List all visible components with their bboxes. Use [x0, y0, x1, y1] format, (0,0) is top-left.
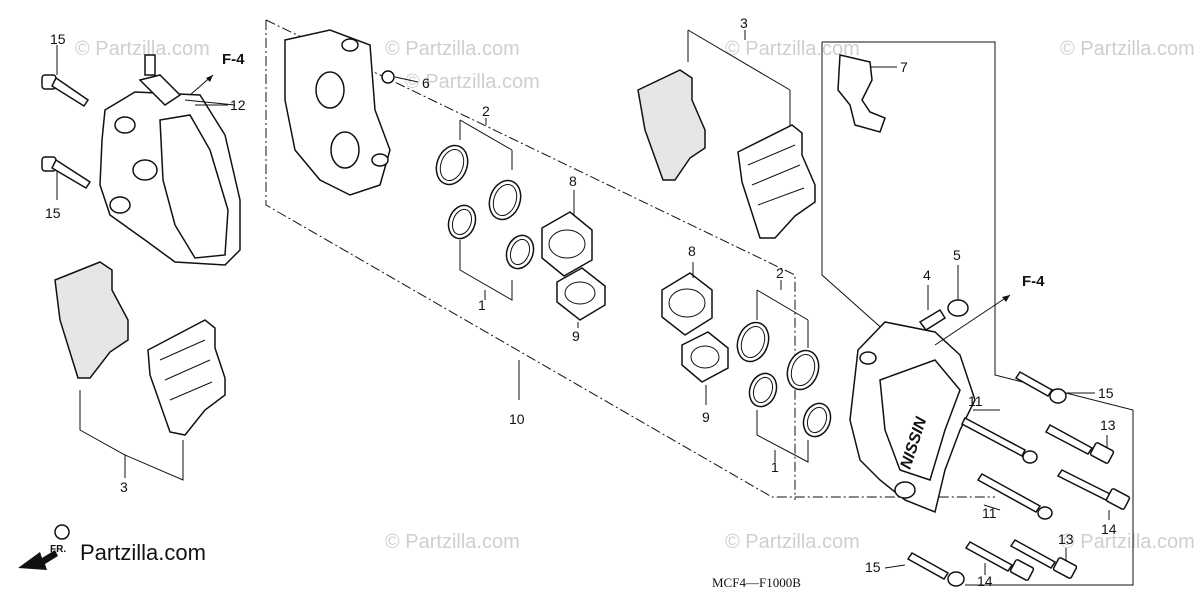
callout-11: 11: [968, 393, 983, 409]
piston-seal-2-b: [488, 179, 522, 221]
callout-15: 15: [50, 31, 66, 47]
callouts: 15 15 12 6 3 7 2 1 8 9 10 3 8 9 2 1 4 5 …: [45, 15, 1117, 589]
callout-3: 3: [120, 479, 128, 495]
callout-2: 2: [482, 103, 490, 119]
brake-pad-top-a: [637, 69, 706, 181]
callout-15: 15: [45, 205, 61, 221]
front-direction-arrow: FR.: [18, 544, 66, 570]
nut-6: [381, 70, 395, 84]
partzilla-logo: Partzilla.com: [54, 524, 206, 565]
pin-11-lower: [976, 473, 1053, 520]
callout-6: 6: [422, 75, 430, 91]
callout-8: 8: [569, 173, 577, 189]
assembly-bracket: [265, 19, 995, 500]
piston-9-mid: [556, 267, 606, 321]
bleeder-4: [918, 295, 947, 332]
ref-f4-right: F-4: [934, 273, 1045, 346]
bolt-15-right-upper: [1014, 371, 1067, 404]
watermark: © Partzilla.com: [725, 531, 860, 553]
dust-seal-1-c: [748, 372, 778, 408]
piston-seal-2-a: [435, 144, 469, 186]
piston-seal-2-d: [786, 349, 820, 391]
callout-14: 14: [1101, 521, 1117, 537]
seal-bracket-bottom: [459, 240, 513, 301]
callout-14: 14: [977, 573, 993, 589]
brand-text: Partzilla.com: [80, 540, 206, 565]
ref-f4-left: F-4: [189, 51, 245, 96]
bolt-15-top-left: [41, 74, 90, 108]
ref-label-right: F-4: [1022, 273, 1045, 290]
brake-pad-left-b: [147, 319, 226, 436]
piston-8-mid: [541, 211, 593, 277]
left-caliper: [99, 54, 241, 266]
callout-9: 9: [702, 409, 710, 425]
callout-5: 5: [953, 247, 961, 263]
brake-pad-left-a: [54, 261, 129, 379]
seal-bracket-right-top: [756, 289, 809, 348]
brake-pad-top-b: [737, 124, 816, 239]
bolt-15-mid-left: [41, 156, 92, 190]
part-code: MCF4—F1000B: [712, 575, 801, 590]
watermark: © Partzilla.com: [385, 38, 520, 60]
callout-1: 1: [478, 297, 486, 313]
ref-label-left: F-4: [222, 51, 245, 68]
callout-8: 8: [688, 243, 696, 259]
pad-spring-7: [837, 54, 886, 133]
callout-15: 15: [1098, 385, 1114, 401]
callout-15: 15: [865, 559, 881, 575]
watermark: © Partzilla.com: [1060, 38, 1195, 60]
callout-13: 13: [1100, 417, 1116, 433]
piston-seal-2-c: [736, 321, 770, 363]
dust-seal-1-a: [447, 204, 477, 240]
callout-9: 9: [572, 328, 580, 344]
callout-1: 1: [771, 459, 779, 475]
callout-12: 12: [230, 97, 246, 113]
callout-3: 3: [740, 15, 748, 31]
callout-11: 11: [982, 505, 997, 521]
callout-4: 4: [923, 267, 931, 283]
watermark: © Partzilla.com: [725, 38, 860, 60]
caliper-half-outer: [284, 29, 391, 196]
direction-label: FR.: [50, 544, 66, 555]
dust-seal-1-b: [505, 234, 535, 270]
watermark: © Partzilla.com: [405, 71, 540, 93]
bolt-14-lower: [964, 541, 1035, 581]
bolt-13-upper: [1044, 423, 1115, 464]
watermarks: © Partzilla.com © Partzilla.com © Partzi…: [75, 38, 1195, 553]
bolt-15-right-lower: [906, 552, 965, 587]
callout-10: 10: [509, 411, 525, 427]
right-caliper: NISSIN: [849, 321, 976, 514]
piston-8-right: [661, 272, 713, 336]
callout-13: 13: [1058, 531, 1074, 547]
callout-2: 2: [776, 265, 784, 281]
callout-7: 7: [900, 59, 908, 75]
bolt-13-lower: [1009, 539, 1078, 579]
watermark: © Partzilla.com: [75, 38, 210, 60]
bolt-14-upper: [1056, 469, 1131, 510]
watermark: © Partzilla.com: [1060, 531, 1195, 553]
watermark: © Partzilla.com: [385, 531, 520, 553]
pad-bracket-top: [687, 29, 791, 130]
seal-bracket-right-bottom: [756, 410, 809, 463]
pin-11-upper: [961, 416, 1038, 464]
seal-bracket-top: [459, 119, 513, 170]
bleeder-cap-5: [947, 295, 969, 317]
leader-lines: [56, 30, 1110, 575]
dust-seal-1-d: [802, 402, 832, 438]
piston-9-right: [681, 331, 729, 383]
